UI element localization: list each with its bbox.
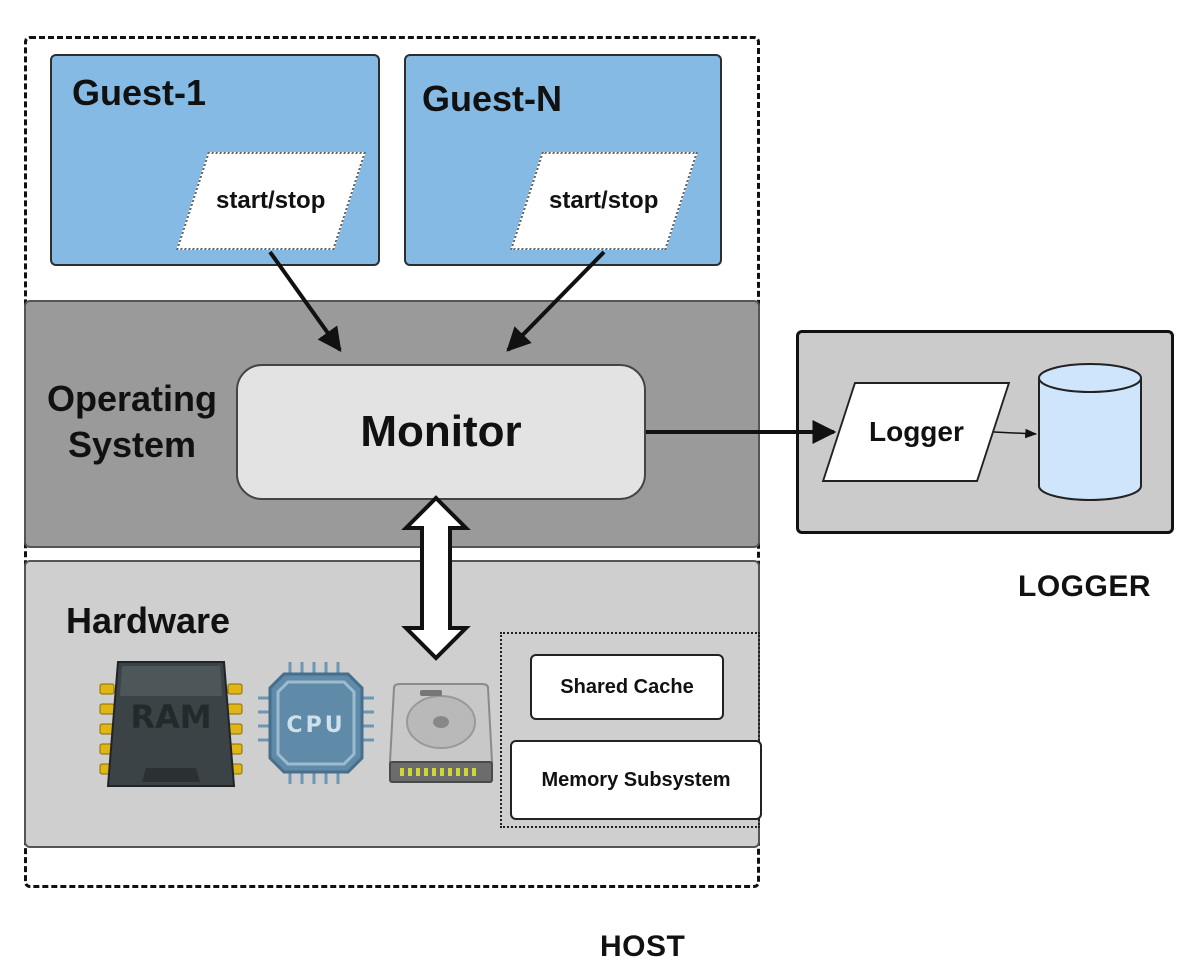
guest-1-to-monitor-arrow: [268, 250, 342, 352]
database-cylinder-icon: [1038, 363, 1142, 501]
shared-cache-box[interactable]: Shared Cache: [530, 654, 724, 720]
memory-subsystem-box[interactable]: Memory Subsystem: [510, 740, 762, 820]
logger-to-database-arrow: [993, 428, 1038, 439]
guest-n-box: Guest-N start/stop: [404, 54, 722, 266]
memory-subsystem-label: Memory Subsystem: [541, 768, 731, 791]
hardware-label: Hardware: [66, 600, 231, 641]
memory-group: [500, 632, 760, 828]
monitor-label: Monitor: [360, 407, 522, 456]
logger-section-label: LOGGER: [1018, 570, 1152, 603]
hard-drive-icon: [388, 683, 494, 783]
guest-n-to-monitor-arrow: [506, 250, 606, 352]
cpu-icon-text: CPU: [286, 713, 345, 738]
os-label: Operating System: [46, 378, 217, 465]
monitor-box[interactable]: Monitor: [236, 364, 646, 500]
guest-title: Guest-1: [72, 72, 207, 113]
shared-cache-label: Shared Cache: [560, 675, 694, 698]
host-section-label: HOST: [600, 930, 686, 963]
ram-icon-text: RAM: [130, 698, 211, 736]
monitor-hardware-bidirectional-arrow: [401, 495, 471, 661]
cpu-icon: CPU: [258, 662, 374, 784]
ram-icon: RAM: [99, 661, 243, 787]
guest-title: Guest-N: [422, 78, 563, 119]
guest-1-box: Guest-1 start/stop: [50, 54, 380, 266]
